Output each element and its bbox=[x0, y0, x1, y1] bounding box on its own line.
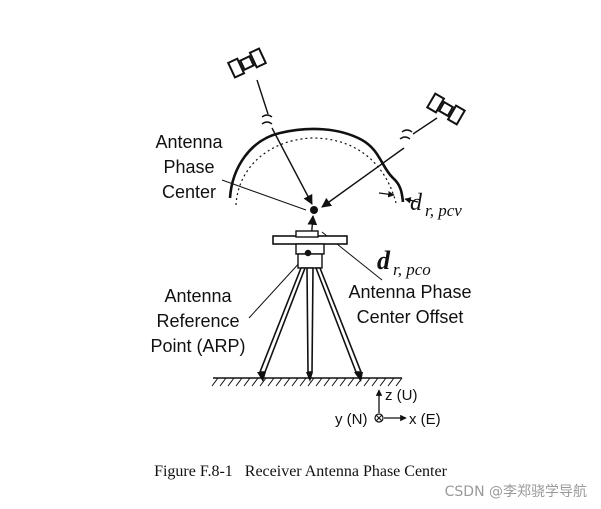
tripod-icon bbox=[257, 267, 363, 382]
coordinate-frame bbox=[374, 389, 407, 423]
apco-label-line2: Center Offset bbox=[357, 307, 464, 327]
z-axis-label: z (U) bbox=[385, 387, 418, 404]
satellite-icon-left bbox=[226, 47, 268, 79]
apco-label-line1: Antenna Phase bbox=[348, 282, 471, 302]
antenna-icon bbox=[272, 230, 348, 269]
signal-ray-left bbox=[256, 79, 313, 205]
arp-leader bbox=[248, 259, 303, 319]
apc-label-line1: Antenna bbox=[155, 132, 223, 152]
phase-pattern-curve bbox=[228, 127, 405, 203]
arp-label-line1: Antenna bbox=[164, 286, 232, 306]
satellite-icon-right bbox=[425, 92, 467, 126]
ground-hatch bbox=[211, 377, 403, 387]
apc-label-line3: Center bbox=[162, 182, 216, 202]
watermark-text: CSDN @李郑骁学导航 bbox=[444, 484, 587, 500]
y-axis-label: y (N) bbox=[335, 411, 368, 428]
x-axis-label: x (E) bbox=[409, 411, 441, 428]
phase-center-dot bbox=[310, 206, 318, 214]
arp-label-line2: Reference bbox=[156, 311, 239, 331]
apc-leader bbox=[221, 179, 307, 211]
mean-sphere-curve bbox=[235, 137, 397, 206]
pco-symbol: d bbox=[377, 246, 391, 275]
pcv-symbol: d bbox=[410, 190, 423, 216]
pcv-arrow-in bbox=[378, 191, 395, 198]
signal-ray-right bbox=[321, 117, 438, 208]
pco-subscript: r, pco bbox=[393, 260, 431, 279]
pcv-subscript: r, pcv bbox=[425, 201, 462, 220]
apc-label-line2: Phase bbox=[163, 157, 214, 177]
pcv-arrow-out bbox=[404, 197, 419, 204]
arp-label-line3: Point (ARP) bbox=[150, 336, 245, 356]
figure-caption: Figure F.8-1 Receiver Antenna Phase Cent… bbox=[154, 463, 447, 480]
